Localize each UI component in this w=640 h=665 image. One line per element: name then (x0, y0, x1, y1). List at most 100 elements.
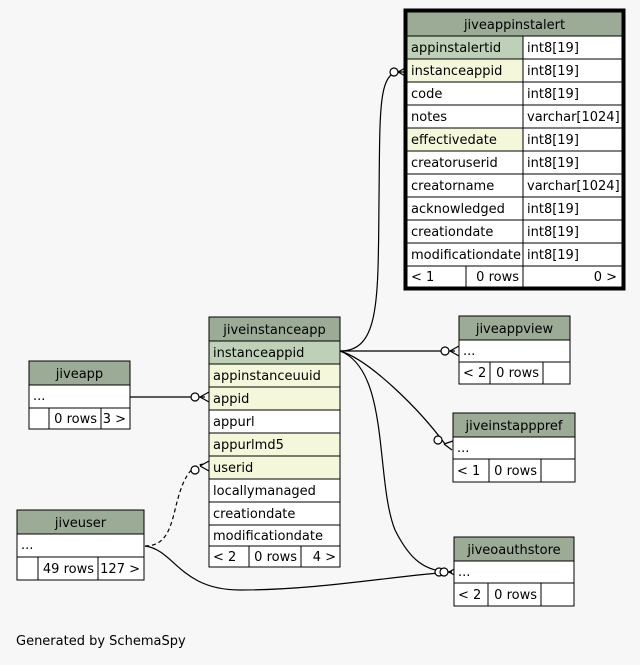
crowfoot-marker (199, 391, 210, 403)
optional-marker (190, 392, 200, 402)
column-name: userid (213, 461, 253, 476)
column-type: varchar[1024] (527, 179, 620, 194)
footer-rows: 0 rows (494, 588, 537, 603)
table-jiveapp[interactable]: jiveapp ... 0 rows 3 > (28, 360, 131, 430)
table-jiveinstanceapp[interactable]: jiveinstanceapp instanceappid appinstanc… (208, 316, 341, 568)
column-name: notes (411, 110, 447, 125)
crowfoot-marker (443, 440, 454, 451)
column-cell (458, 339, 571, 363)
optional-marker (439, 567, 449, 577)
table-header (452, 412, 576, 438)
table-title: jiveapp (55, 367, 103, 382)
column-type: varchar[1024] (527, 110, 620, 125)
table-jiveinstapppref[interactable]: jiveinstapppref ... < 1 0 rows (452, 412, 576, 483)
column-name: appid (213, 392, 249, 407)
footer-rows: 0 rows (254, 550, 297, 565)
footer-rows: 0 rows (494, 464, 537, 479)
column-type: int8[19] (527, 87, 579, 102)
table-jiveoauthstore[interactable]: jiveoauthstore ... < 2 0 rows (453, 536, 575, 607)
column-name: effectivedate (411, 133, 497, 148)
table-title: jiveuser (54, 516, 107, 531)
footer-parents: < 2 (213, 550, 236, 565)
footer-children-cell (542, 361, 571, 385)
column-name: modificationdate (213, 529, 323, 544)
column-type: int8[19] (527, 133, 579, 148)
footer-parents: < 2 (458, 588, 481, 603)
rel-instanceapp-instapppref (339, 350, 446, 445)
column-name: appinstanceuuid (213, 369, 321, 384)
table-title: jiveoauthstore (466, 543, 560, 558)
column-cell (16, 533, 145, 558)
column-name: acknowledged (411, 202, 505, 217)
column-name: creationdate (213, 507, 295, 522)
optional-marker (389, 67, 399, 77)
rel-instanceapp-appinstalert (339, 71, 401, 352)
table-jiveuser[interactable]: jiveuser ... 49 rows 127 > (16, 509, 145, 581)
column-name: appurl (213, 415, 255, 430)
table-jiveappview[interactable]: jiveappview ... < 2 0 rows (458, 315, 571, 385)
footer-rows: 0 rows (54, 412, 97, 427)
footer-children-cell (300, 545, 341, 568)
column-type: int8[19] (527, 225, 579, 240)
column-name: instanceappid (213, 346, 304, 361)
footer-children-cell (540, 458, 576, 483)
column-type: int8[19] (527, 202, 579, 217)
column-type: int8[19] (527, 156, 579, 171)
table-title: jiveappinstalert (463, 18, 565, 33)
column-cell (453, 560, 575, 584)
table-header (453, 536, 575, 562)
table-header (16, 509, 145, 535)
footer-parents: < 2 (463, 366, 486, 381)
footer-parents: < 1 (411, 270, 434, 285)
table-title: jiveappview (475, 322, 554, 337)
optional-marker (433, 435, 443, 445)
rel-user-oauthstore (144, 545, 453, 591)
table-header (458, 315, 571, 341)
footer-children: 4 > (313, 550, 336, 565)
rel-user-instanceapp (144, 463, 206, 547)
footer-children: 127 > (100, 562, 140, 577)
footer-parents-cell (16, 556, 39, 581)
table-border (403, 8, 626, 291)
optional-marker (190, 465, 200, 475)
column-ellipsis: ... (458, 565, 470, 580)
table-title: jiveinstanceapp (222, 323, 325, 338)
relationship-lines (130, 71, 455, 591)
column-type: int8[19] (527, 64, 579, 79)
column-ellipsis: ... (463, 344, 475, 359)
column-ellipsis: ... (33, 389, 45, 404)
footer-children-cell (100, 407, 131, 430)
generated-by-footer: Generated by SchemaSpy (16, 634, 186, 649)
table-header (406, 11, 623, 37)
column-name: instanceappid (411, 64, 502, 79)
column-name: appinstalertid (411, 41, 501, 56)
column-name: code (411, 87, 442, 102)
column-name: modificationdate (411, 248, 521, 263)
footer-parents-cell (28, 407, 50, 430)
column-type: int8[19] (527, 41, 579, 56)
column-name: locallymanaged (213, 484, 316, 499)
column-cell (452, 436, 576, 460)
table-title: jiveinstapppref (465, 419, 563, 434)
footer-rows: 0 rows (476, 270, 519, 285)
footer-children-cell (522, 265, 623, 288)
crowfoot-marker (449, 345, 460, 357)
column-name: creatoruserid (411, 156, 498, 171)
column-type: int8[19] (527, 248, 579, 263)
optional-marker (440, 346, 450, 356)
footer-children: 3 > (103, 412, 126, 427)
footer-children: 0 > (594, 270, 617, 285)
footer-children-cell (540, 582, 575, 607)
column-name: creationdate (411, 225, 493, 240)
footer-rows: 0 rows (496, 366, 539, 381)
footer-children-cell (97, 556, 145, 581)
footer-rows: 49 rows (43, 562, 94, 577)
footer-parents: < 1 (457, 464, 480, 479)
rel-instanceapp-oauthstore (339, 350, 453, 573)
column-name: creatorname (411, 179, 494, 194)
column-ellipsis: ... (21, 538, 33, 553)
crowfoot-marker (199, 460, 210, 472)
column-ellipsis: ... (457, 441, 469, 456)
table-jiveappinstalert[interactable]: jiveappinstalert appinstalertid int8[19]… (403, 8, 626, 291)
